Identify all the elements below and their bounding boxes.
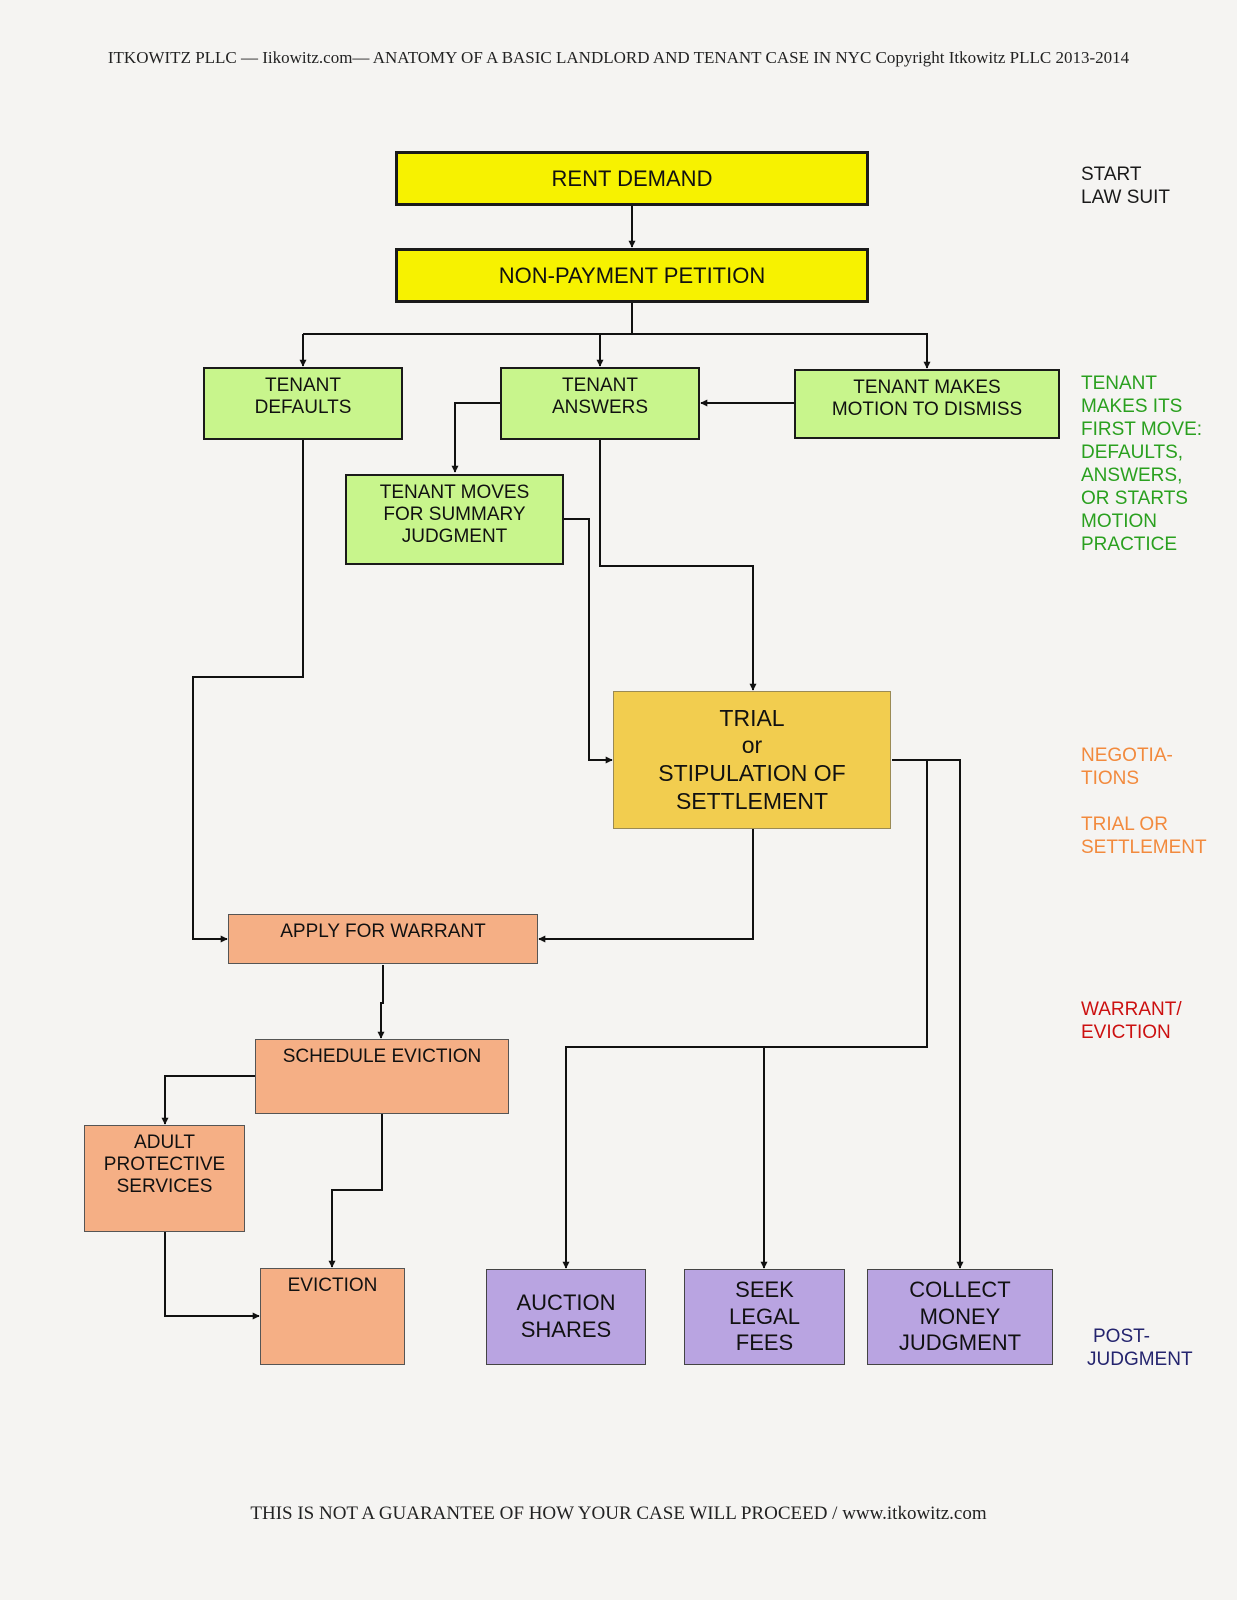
box-label: or	[741, 732, 763, 759]
box-label: TENANT	[265, 375, 341, 396]
box-label: SEEK	[735, 1276, 794, 1302]
stage-label-line: NEGOTIA-	[1081, 745, 1173, 766]
stage-label-line: JUDGMENT	[1087, 1349, 1193, 1370]
box-label: AUCTION	[516, 1290, 616, 1316]
stage-label-line: START	[1081, 164, 1142, 185]
tenant-answers-box: TENANT ANSWERS	[500, 367, 700, 440]
connector-summary-to-trial	[564, 518, 613, 764]
connector-petition-to-motion	[632, 333, 931, 369]
box-label: APPLY FOR WARRANT	[280, 921, 486, 942]
apply-for-warrant-box: APPLY FOR WARRANT	[228, 914, 538, 964]
non-payment-petition-box: NON-PAYMENT PETITION	[395, 248, 869, 303]
connector-trial-to-auction	[562, 760, 928, 1269]
box-label: TENANT MOVES	[379, 482, 530, 503]
stage-label-line: PRACTICE	[1081, 534, 1178, 555]
stage-label-line: FIRST MOVE:	[1081, 419, 1203, 440]
page-header: ITKOWITZ PLLC — Iikowitz.com— ANATOMY OF…	[107, 48, 1130, 67]
box-label: MOTION TO DISMISS	[831, 398, 1023, 420]
box-label: ADULT	[134, 1132, 195, 1153]
summary-judgment-box: TENANT MOVES FOR SUMMARY JUDGMENT	[345, 474, 564, 565]
box-label: SHARES	[520, 1317, 612, 1342]
connector-trial-to-warrant	[538, 829, 754, 943]
box-label: TENANT MAKES	[853, 377, 1001, 398]
box-label: SERVICES	[116, 1175, 213, 1197]
stage-label-line: OR STARTS	[1081, 488, 1188, 509]
stage-label-line: EVICTION	[1081, 1022, 1171, 1043]
box-label: NON-PAYMENT PETITION	[498, 262, 766, 288]
auction-shares-box: AUCTION SHARES	[486, 1269, 646, 1365]
box-label: JUDGMENT	[898, 1330, 1022, 1356]
seek-legal-fees-box: SEEK LEGAL FEES	[684, 1269, 845, 1365]
stage-label-line: TRIAL OR	[1081, 814, 1168, 835]
box-label: SCHEDULE EVICTION	[282, 1046, 482, 1067]
stage-label-line: DEFAULTS,	[1081, 442, 1184, 463]
stage-label-first-move: TENANT MAKES ITS FIRST MOVE: DEFAULTS, A…	[1081, 372, 1202, 556]
stage-label-line: TIONS	[1081, 768, 1140, 789]
box-label: ANSWERS	[551, 396, 649, 418]
connector-answers-to-trial	[599, 440, 757, 691]
box-label: EVICTION	[287, 1275, 378, 1296]
adult-protective-services-box: ADULT PROTECTIVE SERVICES	[84, 1125, 245, 1232]
stage-label-trial-or-settlement: TRIAL OR SETTLEMENT	[1081, 813, 1207, 859]
box-label: LEGAL	[729, 1303, 800, 1329]
connector-answers-to-summary	[451, 402, 500, 473]
stage-label-line: MOTION	[1081, 511, 1157, 532]
box-label: DEFAULTS	[254, 396, 352, 418]
box-label: FOR SUMMARY	[383, 503, 526, 525]
box-label: MONEY	[919, 1303, 1001, 1329]
stage-label-line: SETTLEMENT	[1081, 837, 1207, 858]
stage-label-line: POST-	[1093, 1326, 1151, 1347]
trial-or-stipulation-box: TRIAL or STIPULATION OF SETTLEMENT	[613, 691, 891, 829]
box-label: PROTECTIVE	[103, 1153, 226, 1175]
stage-label-line: WARRANT/	[1081, 999, 1182, 1020]
stage-label-negotiations: NEGOTIA- TIONS	[1081, 744, 1173, 790]
box-label: JUDGMENT	[401, 525, 508, 547]
connector-warrant-to-schedule	[377, 965, 385, 1039]
stage-label-post-judgment: POST- JUDGMENT	[1087, 1325, 1193, 1371]
stage-label-line: TENANT	[1081, 373, 1157, 394]
box-label: SETTLEMENT	[675, 787, 829, 814]
connector-defaults-to-warrant	[192, 440, 304, 943]
connector-petition-split	[303, 302, 633, 335]
rent-demand-box: RENT DEMAND	[395, 151, 869, 206]
box-label: STIPULATION OF	[658, 760, 846, 786]
box-label: COLLECT	[909, 1276, 1011, 1302]
schedule-eviction-box: SCHEDULE EVICTION	[255, 1039, 509, 1114]
box-label: TENANT	[562, 375, 638, 396]
collect-money-judgment-box: COLLECT MONEY JUDGMENT	[867, 1269, 1053, 1365]
stage-label-warrant-eviction: WARRANT/ EVICTION	[1081, 998, 1182, 1044]
box-label: RENT DEMAND	[551, 165, 713, 191]
connector-trial-to-money	[892, 759, 964, 1269]
connector-schedule-to-eviction	[328, 1114, 383, 1268]
stage-label-line: ANSWERS,	[1081, 465, 1183, 486]
connector-aps-to-eviction	[164, 1232, 260, 1320]
page-footer-disclaimer: THIS IS NOT A GUARANTEE OF HOW YOUR CASE…	[250, 1503, 987, 1524]
motion-to-dismiss-box: TENANT MAKES MOTION TO DISMISS	[794, 369, 1060, 439]
stage-label-line: MAKES ITS	[1081, 396, 1183, 417]
eviction-box: EVICTION	[260, 1268, 405, 1365]
box-label: FEES	[735, 1330, 794, 1356]
stage-label-line: LAW SUIT	[1081, 187, 1171, 208]
stage-label-start: START LAW SUIT	[1081, 163, 1170, 209]
box-label: TRIAL	[719, 704, 785, 731]
connector-schedule-to-aps	[161, 1075, 255, 1125]
tenant-defaults-box: TENANT DEFAULTS	[203, 367, 403, 440]
